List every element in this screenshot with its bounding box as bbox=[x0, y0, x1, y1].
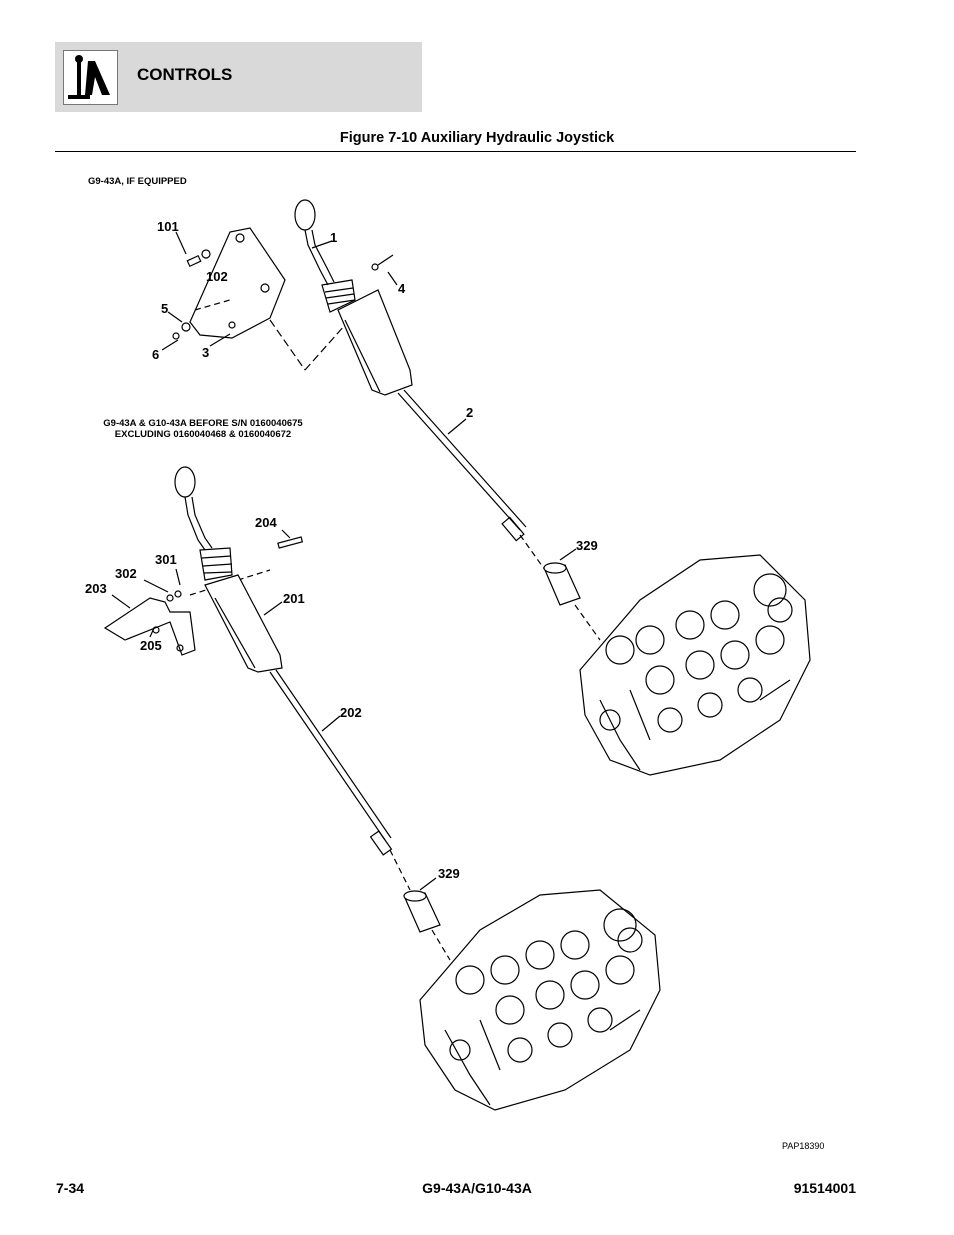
operator-controls-icon bbox=[63, 50, 118, 105]
section-header: CONTROLS bbox=[55, 42, 422, 112]
lower-bracket bbox=[103, 536, 304, 656]
exploded-parts-drawing: 101 102 1 4 5 6 3 2 329 204 301 302 203 … bbox=[85, 199, 811, 1111]
footer-part-number: 91514001 bbox=[793, 1180, 856, 1196]
callout-203: 203 bbox=[85, 581, 107, 596]
callout-202: 202 bbox=[340, 705, 362, 720]
callout-102: 102 bbox=[206, 269, 228, 284]
callout-329-lower: 329 bbox=[438, 866, 460, 881]
upper-bolts bbox=[172, 249, 394, 340]
upper-coupler bbox=[543, 562, 601, 641]
note-lower-line1: G9-43A & G10-43A BEFORE S/N 0160040675 bbox=[103, 418, 303, 429]
upper-joystick bbox=[294, 199, 413, 396]
footer-model: G9-43A/G10-43A bbox=[422, 1180, 532, 1196]
lower-coupler bbox=[403, 890, 451, 961]
lower-cable bbox=[269, 669, 411, 891]
footer-page-number: 7-34 bbox=[56, 1180, 85, 1196]
callout-302: 302 bbox=[115, 566, 137, 581]
upper-valve-block bbox=[579, 554, 811, 776]
callout-4: 4 bbox=[398, 281, 406, 296]
upper-cable bbox=[397, 389, 546, 571]
lower-valve-block bbox=[419, 889, 661, 1111]
callout-6: 6 bbox=[152, 347, 159, 362]
callout-204: 204 bbox=[255, 515, 277, 530]
callout-3: 3 bbox=[202, 345, 209, 360]
drawing-id: PAP18390 bbox=[782, 1141, 825, 1151]
figure-title: Figure 7-10 Auxiliary Hydraulic Joystick bbox=[339, 130, 615, 146]
callout-329-upper: 329 bbox=[576, 538, 598, 553]
note-lower: G9-43A & G10-43A BEFORE S/N 0160040675 E… bbox=[85, 418, 321, 440]
callout-1: 1 bbox=[330, 230, 337, 245]
upper-bracket bbox=[189, 227, 346, 371]
callout-301: 301 bbox=[155, 552, 177, 567]
callout-5: 5 bbox=[161, 301, 168, 316]
note-lower-line2: EXCLUDING 0160040468 & 0160040672 bbox=[114, 429, 292, 440]
callout-101: 101 bbox=[157, 219, 179, 234]
lower-joystick bbox=[174, 466, 283, 673]
leader-lines bbox=[111, 231, 577, 891]
callout-201: 201 bbox=[283, 591, 305, 606]
title-rule bbox=[55, 151, 856, 152]
callout-2: 2 bbox=[466, 405, 473, 420]
note-upper: G9-43A, IF EQUIPPED bbox=[88, 176, 187, 187]
section-title: CONTROLS bbox=[137, 65, 233, 84]
callout-205: 205 bbox=[140, 638, 162, 653]
